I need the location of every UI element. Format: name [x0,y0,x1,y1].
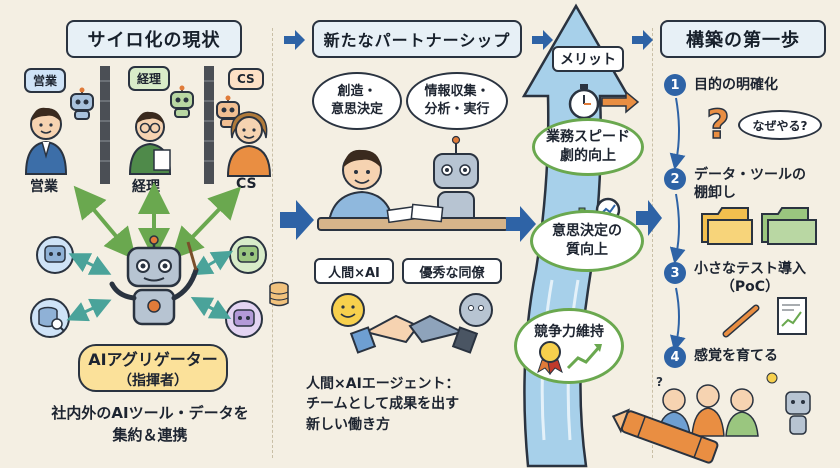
merit-speed: 業務スピード 劇的向上 [532,118,644,176]
flow-arrow-icon [636,200,662,236]
step3-label: 小さなテスト導入 （PoC） [694,261,806,296]
database-icon [269,281,289,307]
tag-human-ai: 人間×AI [314,258,394,284]
database-icon [30,298,70,338]
badge-accounting: 経理 [128,66,171,91]
flow-arrow-icon [280,200,314,240]
aggregator-title: AIアグリゲーター [88,350,218,369]
stopwatch-icon [568,84,640,120]
partnership-caption-line2: チームとして成果を出す [306,396,460,413]
header-first-step: 構築の第一歩 [660,20,826,58]
robot-icon [216,95,240,128]
merit-competitiveness-label: 競争力維持 [534,324,604,340]
silo-caption-line2: 集約＆連携 [112,426,188,444]
handshake-icon [331,293,493,354]
silo-walls [100,66,214,184]
header-arrow-icon [632,30,653,50]
document-icon [722,297,807,338]
partnership-caption: 人間×AIエージェント： チームとして成果を出す 新しい働き方 [306,374,506,435]
svg-text:?: ? [706,102,729,148]
collaboration-scene [317,135,509,231]
badge-sales: 営業 [24,68,67,93]
step3-number: 3 [664,262,686,284]
robot-icon [225,300,263,338]
step2-number: 2 [664,168,686,190]
header-silo: サイロ化の現状 [66,20,242,58]
merit-decision: 意思決定の 質向上 [530,210,644,272]
svg-text:?: ? [656,375,663,389]
column-divider [652,28,653,458]
header-arrow-icon [284,30,305,50]
person-icon [226,111,272,177]
robot-icon [36,236,74,274]
aggregator-label: AIアグリゲーター （指揮者） [78,344,228,392]
crayon-icon [611,408,719,464]
bubble-creation: 創造・ 意思決定 [312,72,402,130]
step1-number: 1 [664,74,686,96]
flow-arrow-icon [506,206,536,242]
bubble-analysis: 情報収集・ 分析・実行 [406,72,508,130]
aggregator-subtitle: （指揮者） [118,373,188,389]
robot-icon [229,236,267,274]
label-cs: CS [236,176,257,192]
merit-sign: メリット [552,46,624,72]
person-icon [128,111,172,175]
step4-number: 4 [664,346,686,368]
step2-label: データ・ツールの 棚卸し [694,167,806,202]
column-divider [272,28,273,458]
merit-competitiveness: 競争力維持 [514,308,624,384]
medal-icon [537,341,602,376]
step4-label: 感覚を育てる [694,348,778,364]
robot-icon [170,85,194,118]
robot-icon [70,87,94,120]
step-connector-arrows [669,97,686,352]
header-arrow-icon [532,30,553,50]
tool-link-arrows [66,250,234,322]
step1-bubble: なぜやる? [738,110,822,140]
silo-caption-line1: 社内外のAIツール・データを [51,404,249,422]
partnership-caption-line1: 人間×AIエージェント： [306,376,460,392]
badge-cs: CS [228,68,264,90]
tag-colleague: 優秀な同僚 [402,258,502,284]
label-accounting: 経理 [132,179,160,195]
partnership-caption-line3: 新しい働き方 [306,416,390,433]
step1-label: 目的の明確化 [694,77,778,93]
folder-icon [701,207,817,245]
conductor-robot-icon [109,235,199,326]
header-partnership: 新たなパートナーシップ [312,20,522,58]
label-sales: 営業 [30,179,58,195]
person-icon [24,107,68,175]
question-icon: ? [706,101,731,149]
